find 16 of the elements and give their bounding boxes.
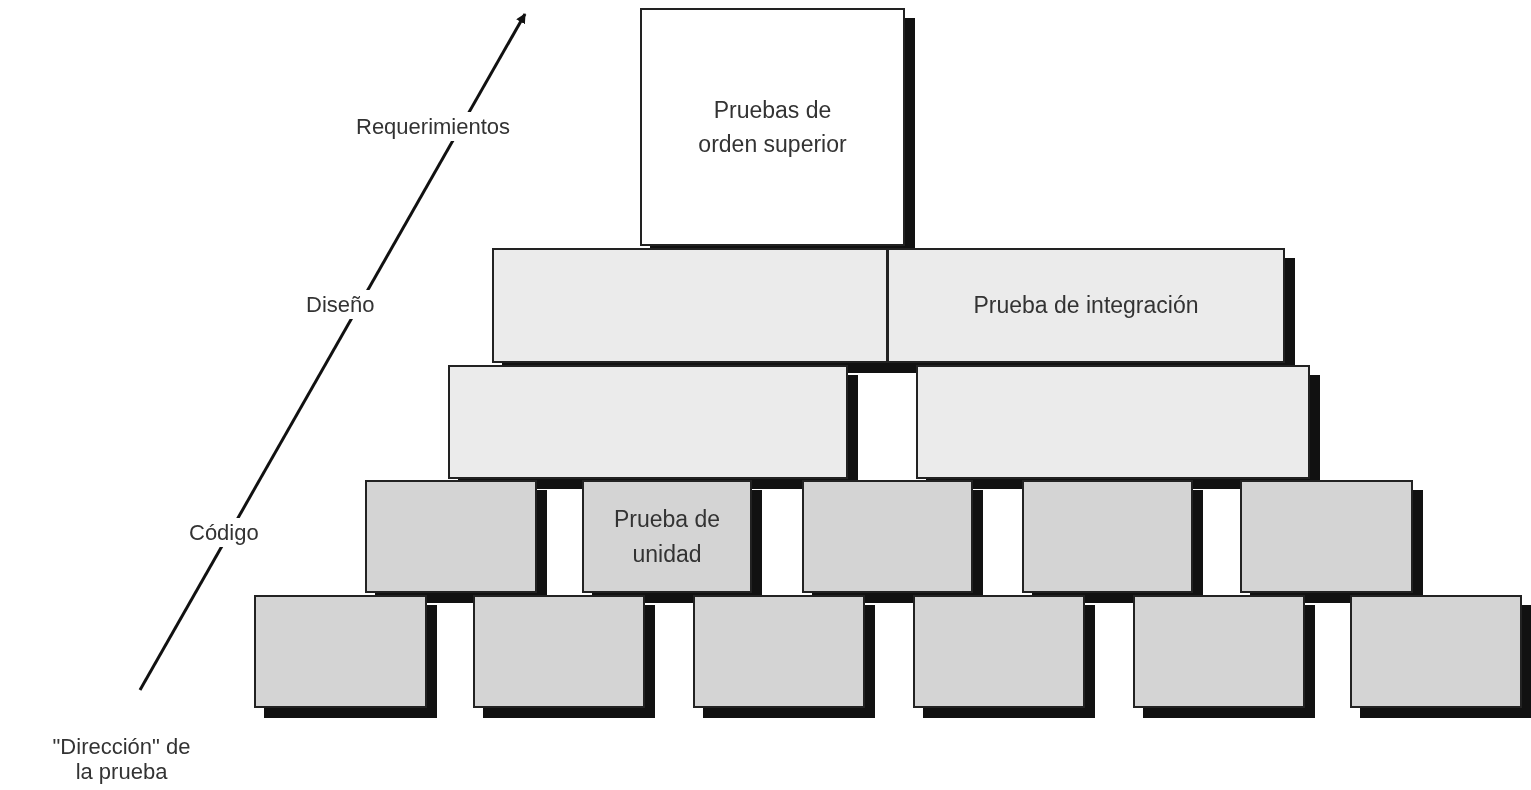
- block: [1022, 480, 1193, 593]
- block: [916, 365, 1310, 479]
- block: [448, 365, 848, 479]
- block: [913, 595, 1085, 708]
- block: [1240, 480, 1413, 593]
- block: [254, 595, 427, 708]
- block: [492, 248, 888, 363]
- test-level-block: Prueba de unidad: [582, 480, 752, 593]
- block: [693, 595, 865, 708]
- block: [1350, 595, 1522, 708]
- block: [365, 480, 537, 593]
- block: [473, 595, 645, 708]
- block: [802, 480, 973, 593]
- block: [1133, 595, 1305, 708]
- test-level-block: Pruebas de orden superior: [640, 8, 905, 246]
- test-level-block: Prueba de integración: [887, 248, 1285, 363]
